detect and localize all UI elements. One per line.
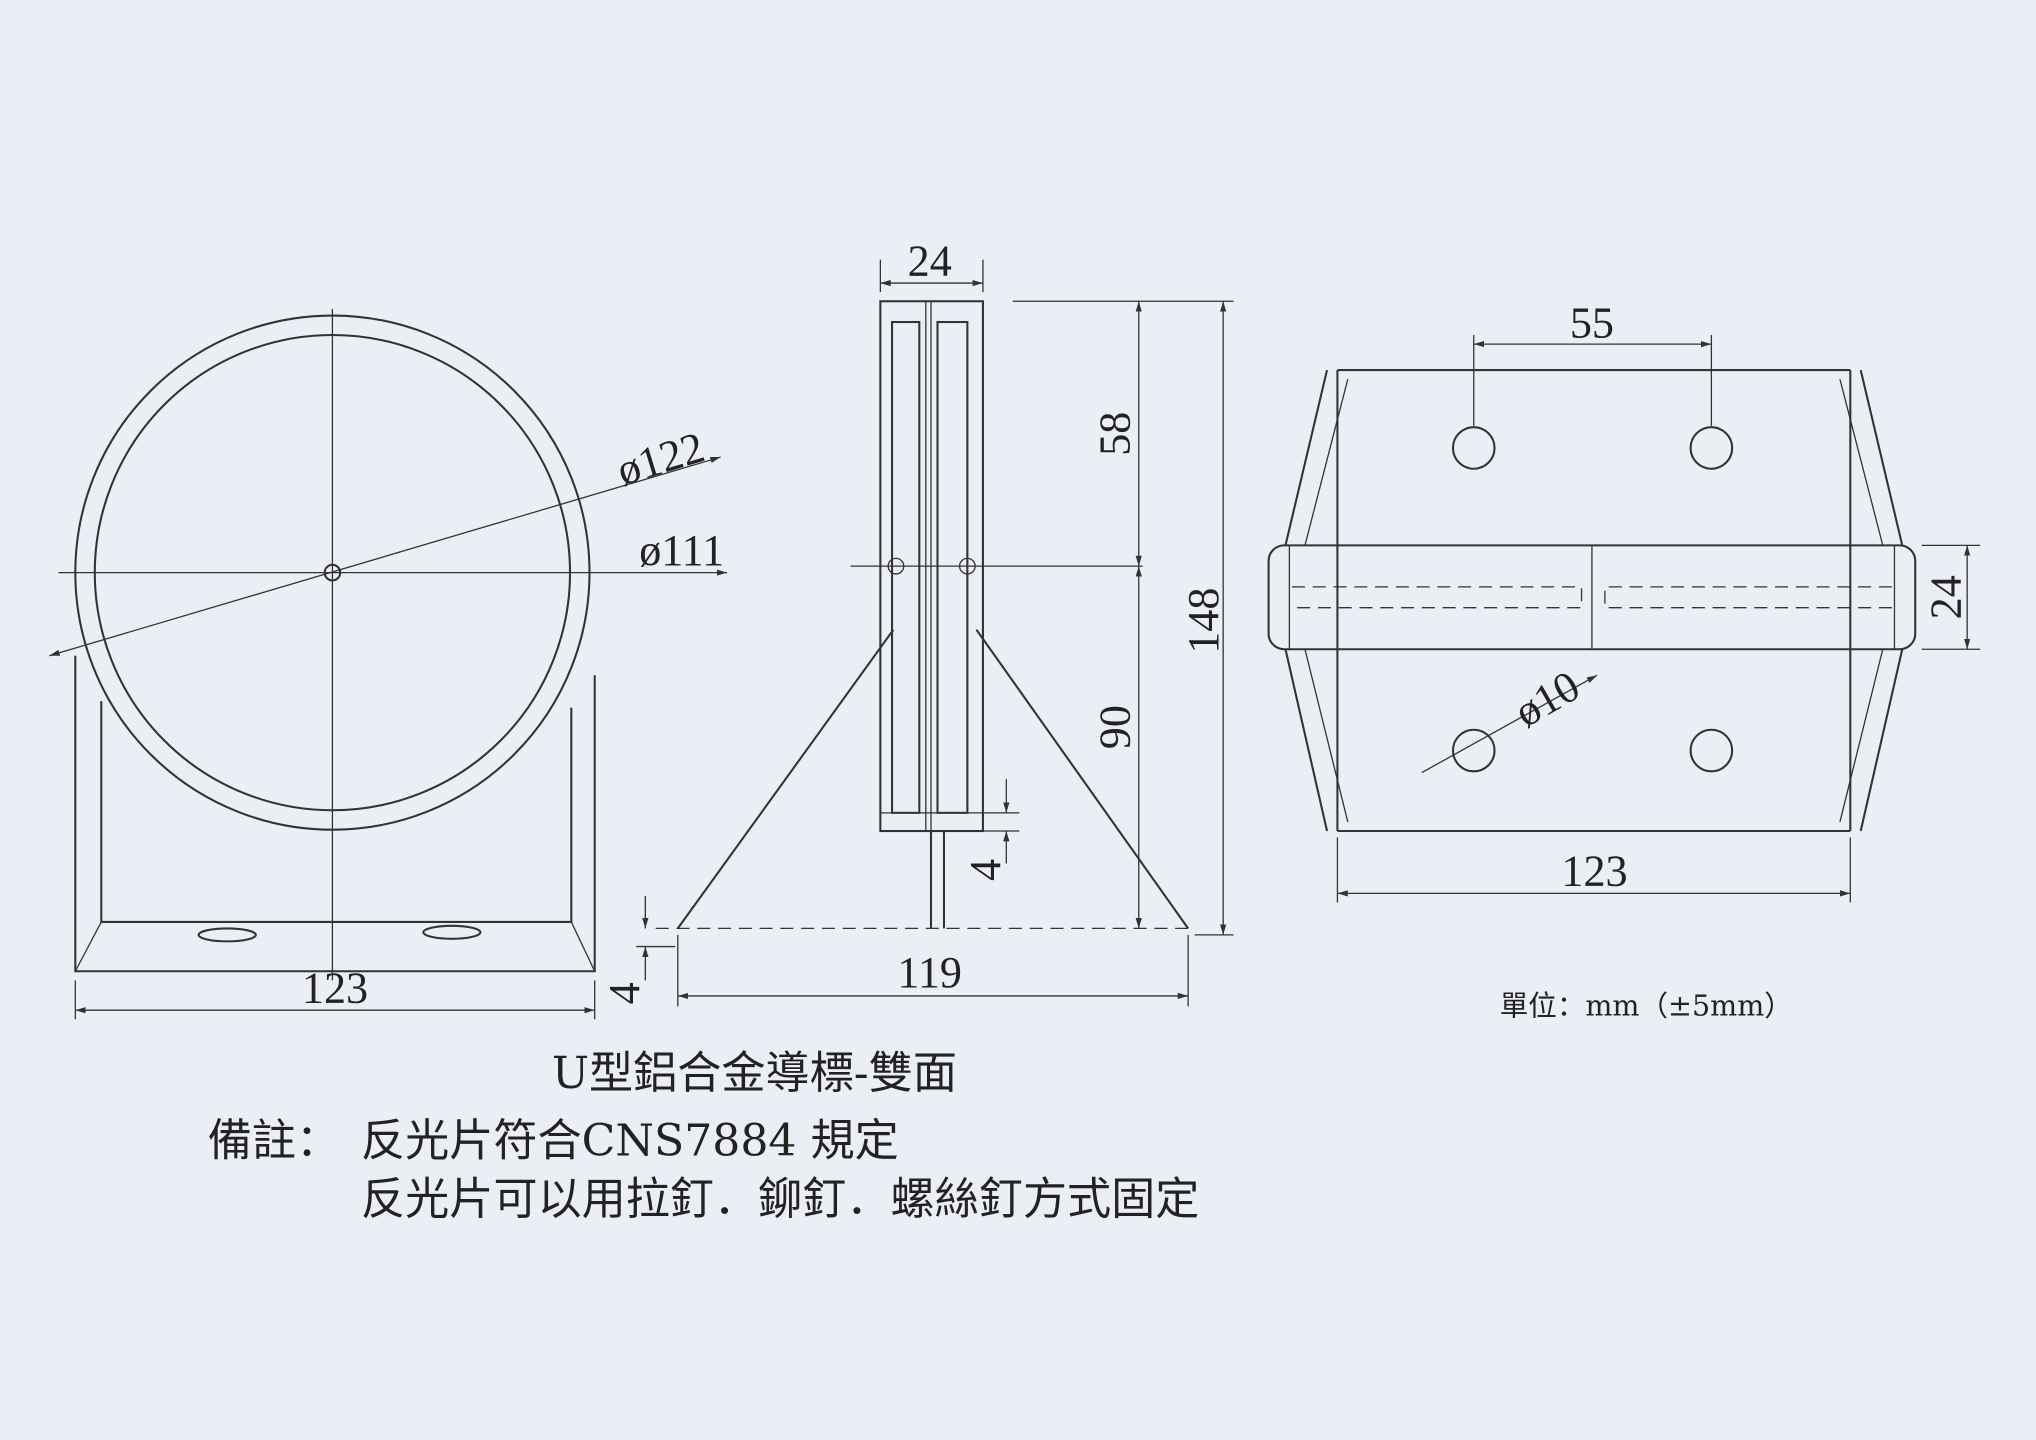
side-view: 24 58 90 148 4 4 119 — [600, 236, 1234, 1007]
hole-diameter-label: ø10 — [1506, 661, 1588, 737]
unit-note: 單位：mm（±5mm） — [1500, 988, 1793, 1022]
front-view: 123 ø122 ø111 — [49, 309, 728, 1020]
upper-height-label: 58 — [1091, 412, 1140, 456]
total-height-label: 148 — [1179, 588, 1228, 654]
base-width-label: 119 — [897, 948, 962, 997]
front-width-label: 123 — [302, 963, 368, 1012]
top-view: 55 24 ø10 123 — [1267, 299, 1981, 903]
drawing-title: U型鋁合金導標-雙面 — [552, 1048, 957, 1099]
base-offset-label: 4 — [600, 982, 649, 1004]
hole-spacing-label: 55 — [1570, 299, 1614, 348]
band-height-label: 24 — [1922, 575, 1971, 619]
notes-label: 備註： — [208, 1116, 340, 1167]
gap-label: 4 — [961, 859, 1010, 881]
outer-diameter-label: ø122 — [611, 422, 710, 495]
notes-line-2: 反光片可以用拉釘．鉚釘．螺絲釘方式固定 — [361, 1174, 1199, 1225]
top-width-label: 123 — [1561, 847, 1627, 896]
notes-line-1: 反光片符合CNS7884 規定 — [361, 1116, 899, 1167]
thickness-label: 24 — [908, 236, 952, 285]
inner-diameter-label: ø111 — [639, 526, 724, 575]
lower-height-label: 90 — [1091, 705, 1140, 749]
